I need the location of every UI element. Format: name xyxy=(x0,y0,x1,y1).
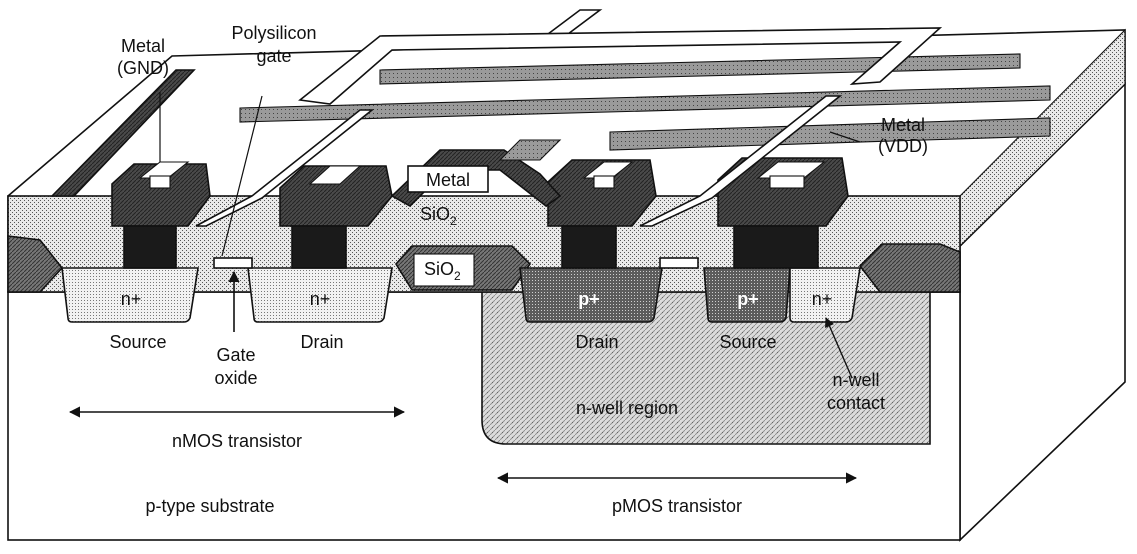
contact-drain-p xyxy=(547,159,657,269)
metal-strap-over xyxy=(298,27,943,105)
label-poly-gate-line1: Polysilicon xyxy=(231,23,316,43)
label-drain-n: Drain xyxy=(300,332,343,352)
label-nwell-contact-line2: contact xyxy=(827,393,885,413)
pplus-drain-region xyxy=(519,267,663,323)
label-source-p: Source xyxy=(719,332,776,352)
contact-drain-n xyxy=(279,165,393,269)
gate-oxide-nmos xyxy=(213,257,253,269)
label-nplus-source: n+ xyxy=(121,289,142,309)
gate-oxide-pmos xyxy=(659,257,699,269)
poly-gate-pmos xyxy=(639,95,843,227)
poly-gate-pointer xyxy=(221,95,263,257)
metal-cross-strap xyxy=(498,139,562,161)
contact-source-p xyxy=(717,157,849,269)
label-gate-oxide-line1: Gate xyxy=(216,345,255,365)
metal-vdd-rail xyxy=(609,117,1051,151)
metal-rail-mid xyxy=(379,53,1021,85)
sio2-lower-box xyxy=(413,253,475,287)
label-gate-oxide-line2: oxide xyxy=(214,368,257,388)
label-metal-gnd-line2: (GND) xyxy=(117,58,169,78)
label-pmos-transistor: pMOS transistor xyxy=(612,496,742,516)
nplus-source-region xyxy=(61,267,199,323)
metal-gnd-line xyxy=(50,69,196,197)
label-poly-gate-line2: gate xyxy=(256,46,291,66)
label-drain-p: Drain xyxy=(575,332,618,352)
label-source-n: Source xyxy=(109,332,166,352)
poly-gate-nmos xyxy=(195,109,375,227)
label-pplus-source: p+ xyxy=(737,289,759,309)
nwell-region xyxy=(481,291,931,445)
nplus-contact-region xyxy=(789,267,861,323)
contact-gnd xyxy=(111,161,211,269)
field-oxide-right xyxy=(858,243,961,293)
nplus-drain-region xyxy=(247,267,393,323)
label-metal-vdd-line1: Metal xyxy=(881,115,925,135)
nwell-contact-pointer xyxy=(825,317,853,379)
label-nwell-contact-line1: n-well xyxy=(832,370,879,390)
label-metal-gnd-line1: Metal xyxy=(121,36,165,56)
label-pplus-drain: p+ xyxy=(578,289,600,309)
label-nwell-region: n-well region xyxy=(576,398,678,418)
label-sio2-upper: SiO2 xyxy=(420,204,457,228)
label-nmos-transistor: nMOS transistor xyxy=(172,431,302,451)
metal-label-box xyxy=(407,165,489,193)
label-metal-center: Metal xyxy=(426,170,470,190)
label-metal-vdd-line2: (VDD) xyxy=(878,136,928,156)
pplus-source-region xyxy=(703,267,791,323)
label-nplus-drain: n+ xyxy=(310,289,331,309)
metal-vdd-pointer xyxy=(829,131,861,143)
label-nplus-contact: n+ xyxy=(812,289,833,309)
label-p-substrate: p-type substrate xyxy=(145,496,274,516)
metal-rail-back xyxy=(239,85,1051,123)
label-sio2-lower: SiO2 xyxy=(424,259,461,283)
field-oxide-left xyxy=(7,235,64,293)
